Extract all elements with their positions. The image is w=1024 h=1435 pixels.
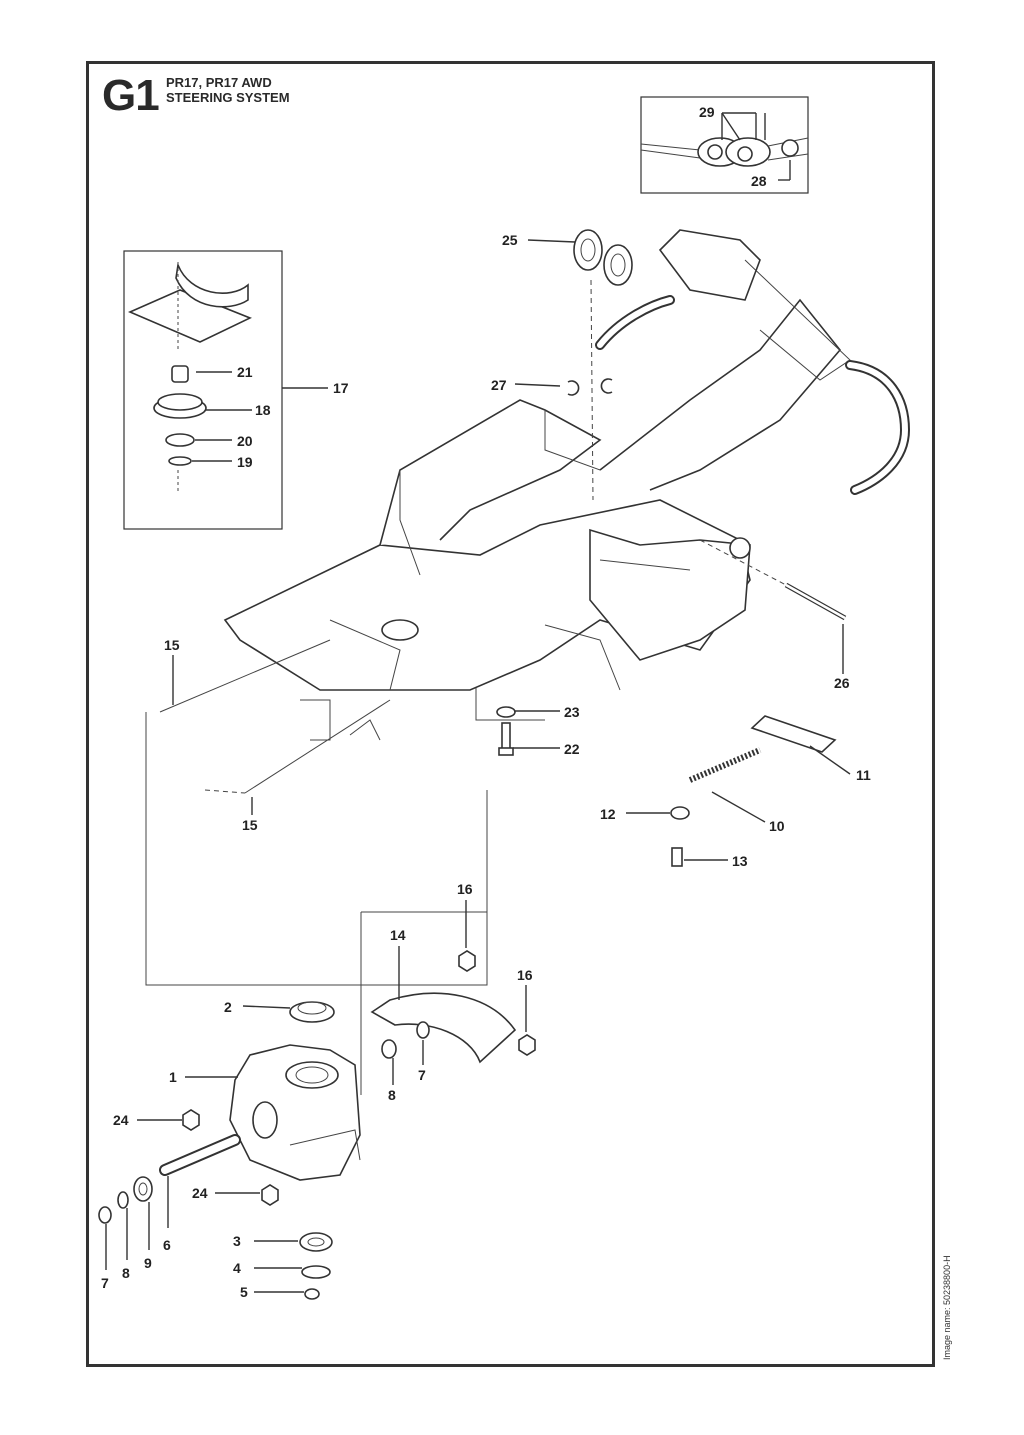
callout-10: 10 [769, 818, 785, 834]
callout-16-upper: 16 [457, 881, 473, 897]
link-drawing [670, 806, 690, 820]
nut-drawing [458, 950, 476, 972]
inset-chain-box [640, 96, 809, 194]
callout-11: 11 [856, 767, 871, 783]
callout-8-upper: 8 [388, 1087, 396, 1103]
callout-6: 6 [163, 1237, 171, 1253]
callout-13: 13 [732, 853, 748, 869]
callout-16-lower: 16 [517, 967, 533, 983]
callout-labels: 29 28 25 27 21 17 18 20 19 15 26 23 22 1… [101, 104, 871, 1300]
callout-25: 25 [502, 232, 518, 248]
callout-14: 14 [390, 927, 406, 943]
callout-4: 4 [233, 1260, 241, 1276]
callout-3: 3 [233, 1233, 241, 1249]
callout-21: 21 [237, 364, 253, 380]
section-code: G1 [102, 71, 160, 120]
clip-drawing [567, 380, 580, 396]
page-border [86, 61, 935, 1367]
spring-drawing [688, 747, 762, 783]
bolt-drawing [671, 847, 683, 867]
washer-drawing [496, 706, 516, 718]
callout-15-upper: 15 [164, 637, 180, 653]
callout-12: 12 [600, 806, 616, 822]
callout-22: 22 [564, 741, 580, 757]
callout-1: 1 [169, 1069, 177, 1085]
chassis-frame-drawing [223, 229, 911, 741]
inset-pulley-box [123, 250, 283, 530]
callout-24-lower: 24 [192, 1185, 208, 1201]
callout-7-upper: 7 [418, 1067, 426, 1083]
callout-2: 2 [224, 999, 232, 1015]
callout-8-lower: 8 [122, 1265, 130, 1281]
model-line: PR17, PR17 AWD [166, 75, 272, 90]
chain-link-drawing [640, 137, 809, 167]
callout-5: 5 [240, 1284, 248, 1300]
callout-23: 23 [564, 704, 580, 720]
callout-28: 28 [751, 173, 767, 189]
callout-24-upper: 24 [113, 1112, 129, 1128]
callout-18: 18 [255, 402, 271, 418]
section-title: STEERING SYSTEM [166, 90, 290, 105]
leader-lines [105, 112, 851, 1293]
callout-19: 19 [237, 454, 253, 470]
shaft-drawing [699, 539, 847, 621]
plate-drawing [750, 715, 837, 753]
callout-29: 29 [699, 104, 715, 120]
pulley-pair-drawing [573, 229, 633, 286]
callout-7-lower: 7 [101, 1275, 109, 1291]
callout-26: 26 [834, 675, 850, 691]
callout-17: 17 [333, 380, 349, 396]
callout-15-lower: 15 [242, 817, 258, 833]
callout-20: 20 [237, 433, 253, 449]
pulley-assembly-drawing [127, 261, 252, 492]
callout-27: 27 [491, 377, 507, 393]
steering-gearbox-drawing [229, 1001, 361, 1181]
bearing-drawing [299, 1232, 333, 1252]
callout-9: 9 [144, 1255, 152, 1271]
